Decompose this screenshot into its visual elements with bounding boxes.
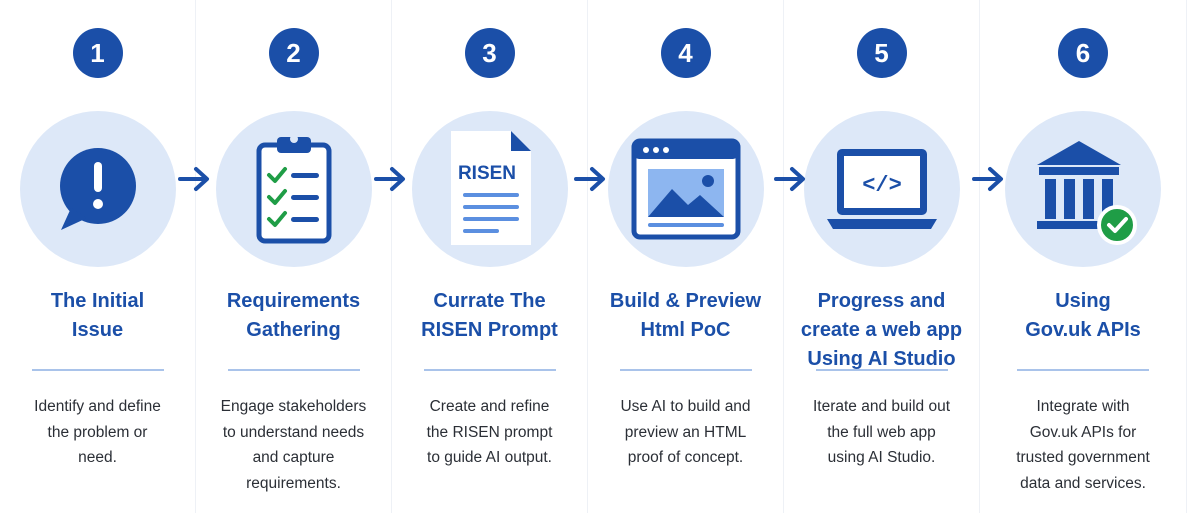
step-4: 4 Build & Preview Html PoC Use AI to bui… bbox=[588, 0, 784, 513]
description-line: and capture bbox=[252, 449, 335, 466]
description-line: need. bbox=[78, 449, 117, 466]
step-description: Create and refine the RISEN prompt to gu… bbox=[400, 394, 579, 471]
description-line: Engage stakeholders bbox=[220, 398, 367, 415]
clipboard-checklist-icon bbox=[256, 135, 331, 244]
step-title: The Initial Issue bbox=[6, 287, 189, 345]
step-5: 5 </> Progress and create a web app Usin… bbox=[784, 0, 980, 513]
step-number-badge: 2 bbox=[268, 28, 319, 78]
step-title-line: Using bbox=[1055, 290, 1111, 312]
arrow-right-icon bbox=[574, 167, 605, 191]
step-number-badge: 5 bbox=[856, 28, 907, 78]
step-number-badge: 1 bbox=[72, 28, 123, 78]
step-description: Integrate with Gov.uk APIs for trusted g… bbox=[988, 394, 1178, 496]
description-line: trusted government bbox=[1016, 449, 1150, 466]
code-symbol: </> bbox=[862, 173, 902, 198]
speech-bubble-exclamation-icon bbox=[59, 148, 136, 230]
arrow-right-icon bbox=[972, 167, 1003, 191]
description-line: Use AI to build and bbox=[620, 398, 751, 415]
description-line: data and services. bbox=[1020, 474, 1146, 492]
step-title-line: Issue bbox=[71, 319, 124, 341]
government-building-check-icon bbox=[1037, 141, 1137, 245]
divider bbox=[31, 369, 164, 371]
description-line: the problem or bbox=[47, 423, 148, 441]
description-line: using AI Studio. bbox=[827, 449, 936, 466]
description-line: the RISEN prompt bbox=[426, 423, 553, 441]
step-icon-circle bbox=[1005, 111, 1161, 267]
step-title: Progress and create a web app Using AI S… bbox=[790, 287, 973, 374]
step-number-badge: 6 bbox=[1058, 28, 1108, 78]
step-description: Engage stakeholders to understand needs … bbox=[204, 394, 383, 496]
step-title-line: create a web app bbox=[800, 319, 963, 341]
step-title-line: Html PoC bbox=[640, 319, 731, 341]
step-title-line: Requirements bbox=[226, 290, 361, 312]
step-title-line: Using AI Studio bbox=[807, 348, 956, 370]
divider bbox=[1017, 369, 1149, 371]
step-description: Use AI to build and preview an HTML proo… bbox=[596, 394, 775, 471]
step-3: 3 RISEN Currate The RISEN Prompt Create … bbox=[392, 0, 588, 513]
step-title-line: Currate The bbox=[433, 290, 546, 312]
laptop-code-icon: </> bbox=[826, 149, 937, 229]
description-line: Integrate with bbox=[1036, 398, 1130, 415]
step-2: 2 Requirements Gathering Engage stakehol… bbox=[196, 0, 392, 513]
step-number-badge: 3 bbox=[464, 28, 515, 78]
description-line: requirements. bbox=[246, 474, 341, 492]
description-line: Identify and define bbox=[34, 398, 161, 415]
step-icon-circle: RISEN bbox=[411, 111, 568, 267]
description-line: Gov.uk APIs for bbox=[1029, 423, 1137, 441]
step-icon-circle bbox=[607, 111, 764, 267]
divider bbox=[815, 369, 948, 371]
step-title: Using Gov.uk APIs bbox=[986, 287, 1180, 345]
description-line: proof of concept. bbox=[627, 449, 744, 466]
step-1: 1 The Initial Issue Identify and define … bbox=[0, 0, 196, 513]
arrow-right-icon bbox=[178, 167, 209, 191]
step-number-badge: 4 bbox=[660, 28, 711, 78]
step-description: Iterate and build out the full web app u… bbox=[792, 394, 971, 471]
risen-label: RISEN bbox=[457, 163, 515, 184]
risen-document-icon: RISEN bbox=[450, 131, 531, 245]
description-line: Iterate and build out bbox=[812, 398, 951, 415]
step-description: Identify and define the problem or need. bbox=[8, 394, 187, 471]
step-title-line: The Initial bbox=[50, 290, 145, 312]
step-title-line: Build & Preview bbox=[609, 290, 762, 312]
step-title-line: Progress and bbox=[817, 290, 946, 312]
step-title-line: RISEN Prompt bbox=[421, 319, 558, 341]
step-title: Currate The RISEN Prompt bbox=[398, 287, 581, 345]
description-line: the full web app bbox=[827, 423, 936, 441]
arrow-right-icon bbox=[374, 167, 405, 191]
arrow-right-icon bbox=[774, 167, 805, 191]
description-line: to understand needs bbox=[222, 423, 365, 441]
step-6: 6 Using Gov.uk APIs Integrate with Gov.u… bbox=[980, 0, 1187, 513]
divider bbox=[227, 369, 360, 371]
divider bbox=[423, 369, 556, 371]
description-line: preview an HTML bbox=[624, 423, 747, 441]
step-title-line: Gathering bbox=[246, 319, 341, 341]
step-icon-circle: </> bbox=[803, 111, 960, 267]
step-icon-circle bbox=[215, 111, 372, 267]
step-title: Build & Preview Html PoC bbox=[594, 287, 777, 345]
step-icon-circle bbox=[19, 111, 176, 267]
browser-image-preview-icon bbox=[631, 138, 740, 240]
description-line: Create and refine bbox=[429, 398, 550, 415]
step-title-line: Gov.uk APIs bbox=[1025, 319, 1141, 341]
description-line: to guide AI output. bbox=[427, 449, 552, 466]
step-title: Requirements Gathering bbox=[202, 287, 385, 345]
divider bbox=[619, 369, 752, 371]
